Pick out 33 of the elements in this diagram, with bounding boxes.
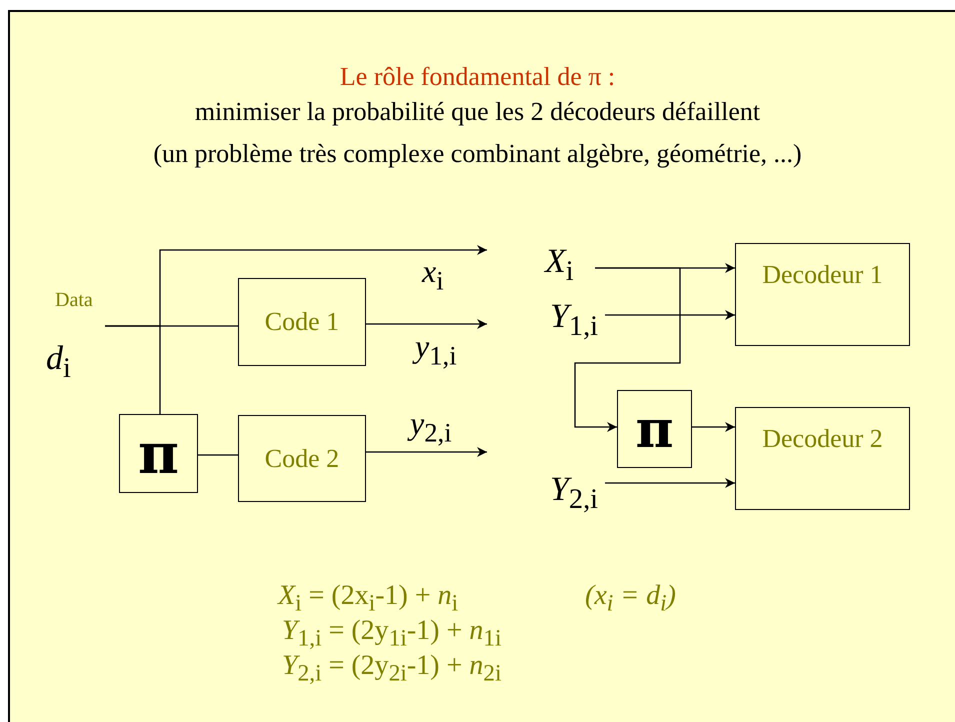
arrow (692, 422, 735, 432)
interleaver-box (617, 390, 692, 468)
box-label: π (138, 420, 179, 486)
equation: Y$_{2,i}$ = (2y$_{2i}$-1) + n$_{2i}$ (282, 652, 502, 686)
subtitle-text: minimiser la probabilité que les 2 décodeurs défaillent (194, 99, 762, 125)
slide-title: Le rôle fondamental de π : (338, 64, 616, 90)
box-label: Decodeur 2 (762, 424, 883, 454)
input-symbol: d$_{i}$ (46, 342, 71, 384)
arrow (605, 310, 735, 320)
edge-label: x$_{i}$ (422, 255, 444, 294)
arrow (574, 267, 681, 432)
process-box (238, 415, 366, 502)
decoder-box (735, 243, 910, 346)
arrow (605, 478, 735, 488)
box-label: π (635, 398, 674, 460)
signal-label: Y$_{1,i}$ (550, 300, 598, 342)
arrow (366, 447, 487, 457)
subtitle-text: (un problème très complexe combinant algèbre, géométrie, ...) (152, 141, 803, 167)
box-label: Decodeur 1 (762, 260, 883, 290)
process-box (238, 278, 366, 366)
box-label: Code 1 (264, 307, 340, 337)
connector-line (198, 454, 238, 456)
equation: Y$_{1,i}$ = (2y$_{1i}$-1) + n$_{1i}$ (282, 617, 502, 651)
signal-label: Y$_{2,i}$ (550, 473, 598, 514)
interleaver-box (119, 414, 198, 493)
equation: (x$_{i}$ = d$_{i}$) (585, 582, 676, 616)
box-label: Code 2 (264, 444, 340, 474)
signal-label: X$_{i}$ (545, 245, 574, 286)
equation: X$_{i}$ = (2x$_{i}$-1) + n$_{i}$ (278, 582, 458, 616)
input-label: Data (55, 290, 93, 310)
decoder-box (735, 407, 910, 510)
arrow (366, 319, 487, 329)
arrow (105, 245, 487, 327)
